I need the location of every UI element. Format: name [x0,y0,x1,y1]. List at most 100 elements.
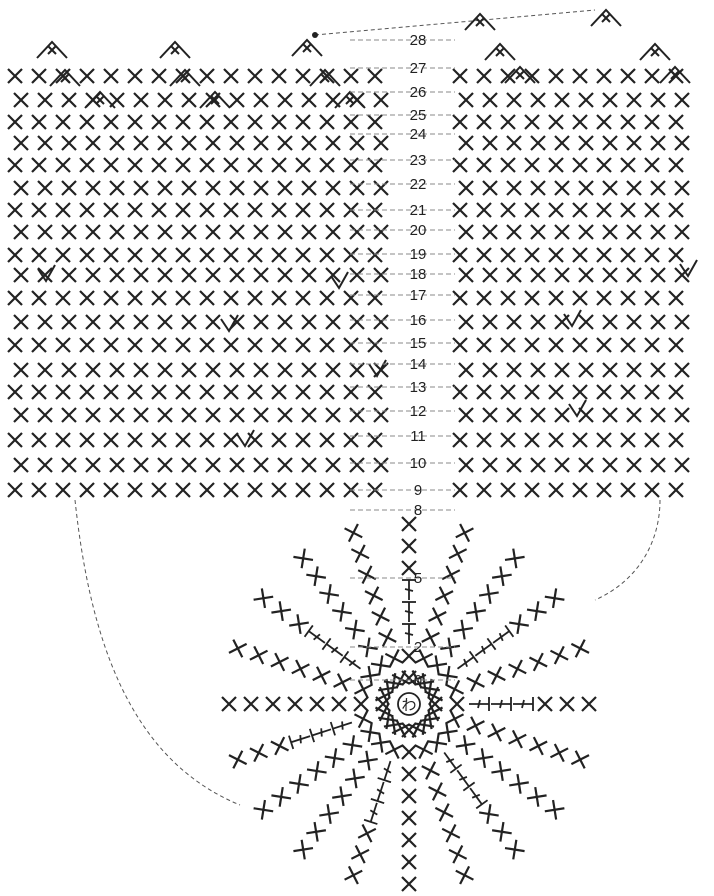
single-crochet-stitch [368,115,382,129]
single-crochet-stitch [296,248,310,262]
single-crochet-stitch [358,751,378,771]
row-number-label: 19 [410,246,427,263]
single-crochet-stitch [152,248,166,262]
single-crochet-stitch [248,338,262,352]
single-crochet-stitch [531,136,545,150]
single-crochet-stitch [525,115,539,129]
single-crochet-stitch [200,115,214,129]
single-crochet-stitch [296,385,310,399]
single-crochet-stitch [509,774,529,794]
single-crochet-stitch [302,181,316,195]
single-crochet-stitch [272,248,286,262]
single-crochet-stitch [529,653,547,671]
single-crochet-stitch [14,408,28,422]
single-crochet-stitch [597,385,611,399]
single-crochet-stitch [302,93,316,107]
single-crochet-stitch [669,338,683,352]
single-crochet-stitch [325,748,345,768]
single-crochet-stitch [488,667,506,685]
single-crochet-stitch [224,433,238,447]
single-crochet-stitch [271,787,291,807]
single-crochet-stitch [80,69,94,83]
guide-line-right [595,500,660,600]
single-crochet-stitch [501,291,515,305]
single-crochet-stitch [621,483,635,497]
single-crochet-stitch [254,225,268,239]
single-crochet-stitch [453,385,467,399]
single-crochet-stitch [555,268,569,282]
single-crochet-stitch [230,225,244,239]
single-crochet-stitch [32,433,46,447]
single-crochet-stitch [479,584,499,604]
treble-crochet-stitch [378,759,397,782]
single-crochet-stitch [597,203,611,217]
single-crochet-stitch [320,483,334,497]
row-number-label: 27 [410,60,427,77]
single-crochet-stitch [379,629,397,647]
single-crochet-stitch [477,433,491,447]
single-crochet-stitch [14,268,28,282]
single-crochet-stitch [402,789,416,803]
single-crochet-stitch [350,225,364,239]
single-crochet-stitch [278,315,292,329]
row-number-label: 22 [410,176,427,193]
single-crochet-stitch [320,203,334,217]
single-crochet-stitch [501,158,515,172]
single-crochet-stitch [128,69,142,83]
single-crochet-stitch [573,69,587,83]
single-crochet-stitch [350,181,364,195]
single-crochet-stitch [582,697,596,711]
single-crochet-stitch [278,225,292,239]
single-crochet-stitch [372,608,390,626]
single-crochet-stitch [224,385,238,399]
row-number-label: 17 [410,287,427,304]
single-crochet-stitch [80,248,94,262]
single-crochet-stitch [224,115,238,129]
single-crochet-stitch [306,822,326,842]
single-crochet-stitch [525,158,539,172]
magic-ring-label: わ [401,696,416,714]
single-crochet-stitch [62,363,76,377]
single-crochet-stitch [573,483,587,497]
single-crochet-stitch [422,762,440,780]
single-crochet-stitch [597,115,611,129]
single-crochet-stitch [176,483,190,497]
single-crochet-stitch [271,737,289,755]
single-crochet-stitch [313,667,331,685]
single-crochet-stitch [344,248,358,262]
single-crochet-stitch [545,800,565,820]
single-crochet-stitch [176,115,190,129]
single-crochet-stitch [402,833,416,847]
single-crochet-stitch [224,69,238,83]
single-crochet-stitch [38,315,52,329]
single-crochet-stitch [110,136,124,150]
single-crochet-stitch [128,158,142,172]
single-crochet-stitch [621,203,635,217]
peak-stitch [660,67,690,83]
single-crochet-stitch [8,158,22,172]
single-crochet-stitch [272,433,286,447]
single-crochet-stitch [344,115,358,129]
single-crochet-stitch [110,363,124,377]
single-crochet-stitch [296,203,310,217]
treble-crochet-stitch [310,723,333,742]
single-crochet-stitch [152,433,166,447]
single-crochet-stitch [182,136,196,150]
single-crochet-stitch [278,363,292,377]
single-crochet-stitch [128,338,142,352]
single-crochet-stitch [621,291,635,305]
single-crochet-stitch [603,93,617,107]
single-crochet-stitch [531,93,545,107]
single-crochet-stitch [8,433,22,447]
single-crochet-stitch [453,291,467,305]
peak-stitch [640,44,670,60]
single-crochet-stitch [459,408,473,422]
single-crochet-stitch [134,458,148,472]
single-crochet-stitch [272,203,286,217]
single-crochet-stitch [176,338,190,352]
single-crochet-stitch [206,268,220,282]
single-crochet-stitch [272,291,286,305]
single-crochet-stitch [453,248,467,262]
single-crochet-stitch [176,291,190,305]
